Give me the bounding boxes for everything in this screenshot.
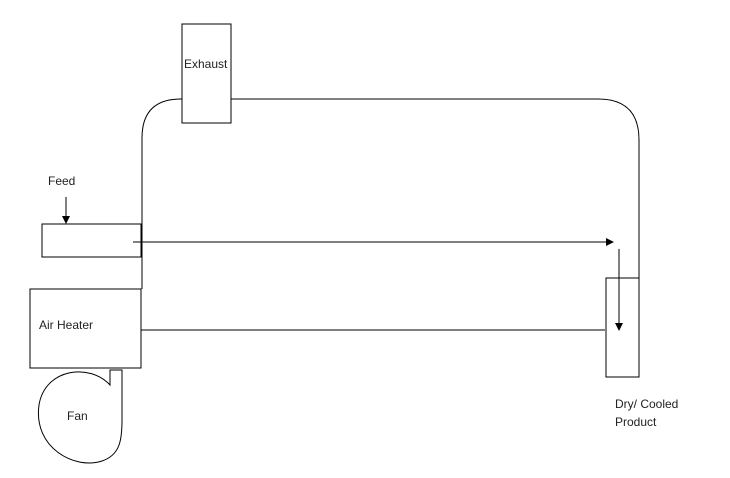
air-heater-box <box>29 288 142 369</box>
product-label-line2: Product <box>615 415 657 429</box>
dryer-chamber-outline <box>141 98 640 289</box>
product-outlet-box <box>605 277 640 378</box>
fan-housing <box>38 369 123 464</box>
product-label-line1: Dry/ Cooled <box>615 397 678 411</box>
feed-inlet-box <box>41 223 142 258</box>
air-heater-label: Air Heater <box>39 318 93 332</box>
exhaust-label: Exhaust <box>184 57 228 71</box>
feed-label: Feed <box>48 174 75 188</box>
fan-label: Fan <box>67 409 88 423</box>
exhaust-box <box>181 23 232 124</box>
